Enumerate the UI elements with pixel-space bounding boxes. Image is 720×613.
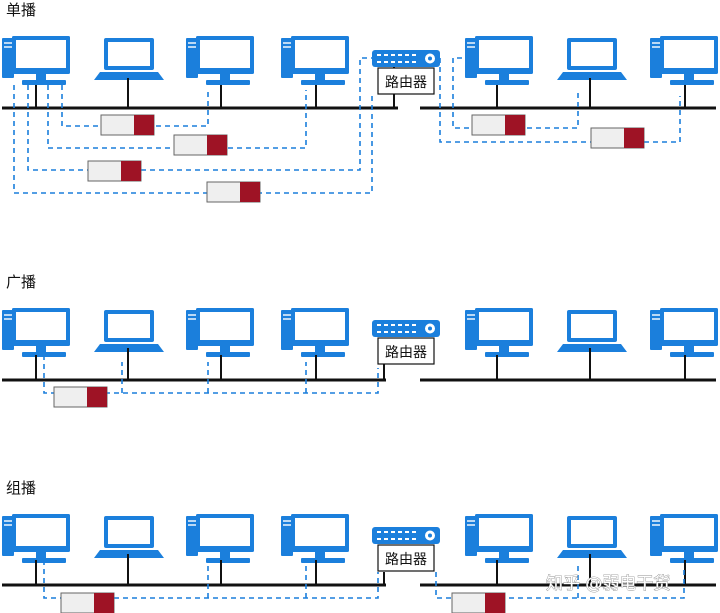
data-packet [87,160,142,182]
laptop-icon [557,38,627,80]
laptop-icon [557,310,627,352]
data-packet [471,114,526,136]
desktop-icon [2,308,70,357]
signal-path [13,85,373,194]
desktop-icon [281,514,349,563]
laptop-icon [557,516,627,558]
watermark: 知乎 @弱电干货 [546,574,670,594]
desktop-icon [465,36,533,85]
desktop-icon [281,36,349,85]
desktop-icon [465,308,533,357]
signal-path [435,566,685,599]
desktop-icon [650,514,718,563]
section-title: 单播 [6,1,36,19]
data-packet [60,592,115,613]
router: 路由器 [372,320,440,365]
signal-path [43,560,379,599]
router-label: 路由器 [385,552,427,568]
desktop-icon [186,514,254,563]
signal-path [439,58,681,143]
data-packet [590,127,645,149]
router: 路由器 [372,50,440,95]
desktop-icon [2,36,70,85]
signal-path [43,355,379,394]
router-label: 路由器 [385,75,427,91]
laptop-icon [94,516,164,558]
desktop-icon [465,514,533,563]
data-packet [53,386,108,408]
desktop-icon [281,308,349,357]
laptop-icon [94,38,164,80]
router: 路由器 [372,527,440,572]
section-title: 广播 [6,273,36,291]
signal-path [27,57,372,171]
section-unicast: 单播 路由器 [2,1,718,203]
router-label: 路由器 [385,345,427,361]
desktop-icon [650,36,718,85]
data-packet [173,134,228,156]
signal-path [61,85,209,127]
data-packet [100,114,155,136]
section-multicast: 组播 路由器 [2,479,718,613]
desktop-icon [650,308,718,357]
section-broadcast: 广播 路由器 [2,273,718,408]
desktop-icon [186,36,254,85]
signal-path [452,57,579,129]
data-packet [451,592,506,613]
desktop-icon [2,514,70,563]
data-packet [206,181,261,203]
section-title: 组播 [6,479,36,497]
desktop-icon [186,308,254,357]
laptop-icon [94,310,164,352]
